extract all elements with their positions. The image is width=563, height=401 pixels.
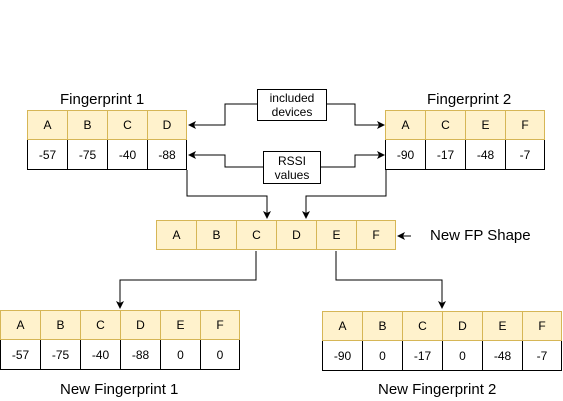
rssi-value-cell: 0	[160, 340, 200, 370]
new-fingerprint-2-title: New Fingerprint 2	[378, 381, 497, 398]
device-header-cell: E	[160, 310, 200, 340]
rssi-value-cell: -17	[402, 341, 442, 371]
device-header-cell: E	[482, 311, 522, 341]
rssi-value-cell: -7	[505, 140, 545, 170]
arrow-included-to-fp2	[327, 103, 385, 129]
rssi-values-line-2: values	[274, 167, 310, 182]
arrow-shape-to-new-fp2	[335, 251, 446, 309]
device-header-cell: C	[80, 310, 120, 340]
rssi-value-cell: -75	[40, 340, 80, 370]
device-header-cell: D	[442, 311, 482, 341]
rssi-values-callout: RSSI values	[263, 151, 321, 184]
device-header-cell: F	[356, 220, 396, 250]
device-header-cell: B	[362, 311, 402, 341]
new-fp-shape-label: New FP Shape	[430, 227, 531, 244]
rssi-value-cell: -90	[385, 140, 425, 170]
rssi-value-cell: 0	[442, 341, 482, 371]
rssi-value-cell: -88	[120, 340, 160, 370]
rssi-value-cell: -48	[465, 140, 505, 170]
rssi-value-cell: -57	[27, 140, 67, 170]
rssi-value-cell: -57	[0, 340, 40, 370]
arrow-rssi-to-fp2	[321, 151, 385, 168]
device-header-cell: F	[200, 310, 240, 340]
device-header-cell: C	[107, 110, 147, 140]
rssi-value-cell: -40	[107, 140, 147, 170]
device-header-cell: B	[40, 310, 80, 340]
device-header-cell: E	[316, 220, 356, 250]
new-fingerprint-1-title: New Fingerprint 1	[60, 381, 179, 398]
device-header-cell: D	[147, 110, 187, 140]
rssi-value-cell: -90	[322, 341, 362, 371]
value-row: -90-17-48-7	[385, 140, 545, 170]
included-devices-line-1: included	[269, 91, 315, 105]
fingerprint-2-title: Fingerprint 2	[427, 91, 512, 108]
value-row: -57-75-40-88	[27, 140, 187, 170]
rssi-values-line-1: RSSI	[277, 153, 306, 168]
device-header-cell: A	[156, 220, 196, 250]
rssi-value-cell: -17	[425, 140, 465, 170]
device-header-cell: C	[236, 220, 276, 250]
fingerprint-1-title: Fingerprint 1	[60, 91, 145, 108]
arrow-fp1-to-shape	[186, 170, 271, 219]
rssi-value-cell: -7	[522, 341, 562, 371]
device-header-cell: A	[0, 310, 40, 340]
device-header-cell: B	[67, 110, 107, 140]
included-devices-line-2: devices	[271, 105, 313, 119]
device-header-cell: C	[402, 311, 442, 341]
device-header-cell: A	[385, 110, 425, 140]
arrow-shape-to-new-fp1	[116, 251, 257, 309]
arrow-included-to-fp1	[188, 103, 257, 129]
arrow-rssi-to-fp1	[188, 151, 263, 168]
device-header-cell: B	[196, 220, 236, 250]
device-header-cell: F	[505, 110, 545, 140]
rssi-value-cell: 0	[200, 340, 240, 370]
device-header-cell: A	[322, 311, 362, 341]
rssi-value-cell: -88	[147, 140, 187, 170]
device-header-cell: D	[276, 220, 316, 250]
rssi-value-cell: 0	[362, 341, 402, 371]
rssi-value-cell: -40	[80, 340, 120, 370]
included-devices-callout: included devices	[257, 89, 327, 121]
rssi-value-cell: -48	[482, 341, 522, 371]
device-header-cell: E	[465, 110, 505, 140]
device-header-cell: D	[120, 310, 160, 340]
rssi-value-cell: -75	[67, 140, 107, 170]
device-header-cell: A	[27, 110, 67, 140]
device-header-cell: C	[425, 110, 465, 140]
device-header-cell: F	[522, 311, 562, 341]
